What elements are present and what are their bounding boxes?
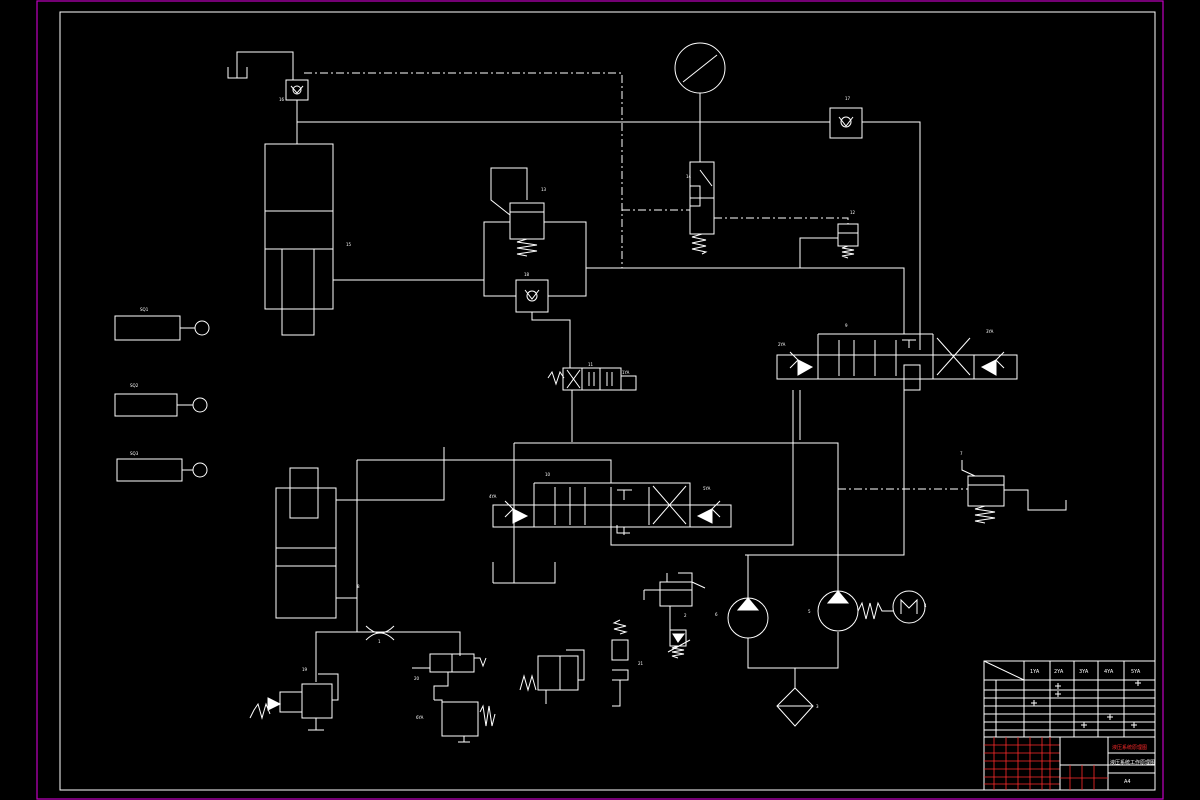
two-position-solenoid-valve bbox=[531, 312, 637, 442]
label-c9: 9 bbox=[845, 323, 848, 328]
label-c13: 6 bbox=[715, 612, 718, 617]
relief-valve-pump bbox=[643, 572, 706, 659]
label-c14: 5 bbox=[808, 609, 811, 614]
sheet-size: A4 bbox=[1124, 779, 1131, 785]
solenoid-label-6: 6YA bbox=[416, 715, 424, 720]
oil-filter bbox=[776, 668, 814, 727]
inner-frame bbox=[59, 11, 1156, 791]
label-c8: 11 bbox=[588, 362, 594, 367]
label-c7: 12 bbox=[850, 210, 856, 215]
pressure-reducing-valve bbox=[483, 167, 905, 334]
label-c15: 4 bbox=[924, 603, 927, 608]
label-c20: 20 bbox=[414, 676, 420, 681]
title-block: 1YA 2YA 3YA 4YA 5YA 液压系统原理图 液压系统工作原理图 A4 bbox=[983, 660, 1156, 791]
label-c17: 2 bbox=[684, 613, 687, 618]
label-c1: 16 bbox=[279, 97, 285, 102]
label-c6: 18 bbox=[524, 272, 530, 277]
switch-label-3: SQ3 bbox=[130, 451, 139, 456]
proportional-valve-group bbox=[519, 619, 629, 707]
label-c10: 10 bbox=[545, 472, 551, 477]
drawing-title: 液压系统原理图 bbox=[1112, 744, 1147, 751]
check-valve-top-right bbox=[829, 107, 921, 350]
label-c16: 3 bbox=[816, 704, 819, 709]
table-header-3: 3YA bbox=[1079, 669, 1089, 675]
solenoid-label-5: 5YA bbox=[703, 486, 711, 491]
relief-valve-right bbox=[838, 460, 1067, 524]
pump-left bbox=[727, 555, 839, 669]
label-c18: 1 bbox=[378, 639, 381, 644]
pressure-valve-bottom-left bbox=[249, 673, 339, 731]
small-relief-valve bbox=[714, 217, 859, 268]
top-tank-symbol bbox=[227, 51, 294, 80]
three-position-directional-valve-left bbox=[336, 442, 839, 632]
table-header-4: 4YA bbox=[1104, 669, 1114, 675]
drawing-subtitle: 液压系统工作原理图 bbox=[1110, 759, 1155, 766]
label-c21: 21 bbox=[638, 661, 644, 666]
label-c3: 14 bbox=[686, 174, 692, 179]
limit-switch-1 bbox=[114, 315, 210, 341]
solenoid-valve-stack bbox=[412, 653, 496, 743]
limit-switch-2 bbox=[114, 393, 208, 417]
switch-label-2: SQ2 bbox=[130, 383, 139, 388]
label-c5: 13 bbox=[541, 187, 547, 192]
solenoid-label-4: 4YA bbox=[489, 494, 497, 499]
label-c11: 8 bbox=[357, 584, 360, 589]
pressure-switch bbox=[622, 161, 715, 255]
hydraulic-cylinder-lower bbox=[275, 467, 357, 619]
solenoid-label-2: 2YA bbox=[778, 342, 786, 347]
limit-switch-3 bbox=[116, 458, 208, 482]
switch-label-1: SQ1 bbox=[140, 307, 149, 312]
hydraulic-cylinder-upper bbox=[264, 143, 484, 336]
pump-right bbox=[817, 555, 893, 632]
label-c19: 19 bbox=[302, 667, 308, 672]
electric-motor bbox=[892, 590, 926, 624]
solenoid-label-3: 3YA bbox=[986, 329, 994, 334]
three-position-directional-valve-right bbox=[610, 333, 1018, 556]
table-header-5: 5YA bbox=[1131, 669, 1141, 675]
table-header-2: 2YA bbox=[1054, 669, 1064, 675]
solenoid-label-1: 1YA bbox=[622, 370, 630, 375]
table-header-1: 1YA bbox=[1030, 669, 1040, 675]
label-c4: 17 bbox=[845, 96, 851, 101]
pressure-gauge bbox=[674, 42, 726, 162]
label-c12: 7 bbox=[960, 451, 963, 456]
label-c2: 15 bbox=[346, 242, 352, 247]
outer-frame bbox=[36, 0, 1164, 800]
throttle-valve bbox=[315, 625, 461, 682]
